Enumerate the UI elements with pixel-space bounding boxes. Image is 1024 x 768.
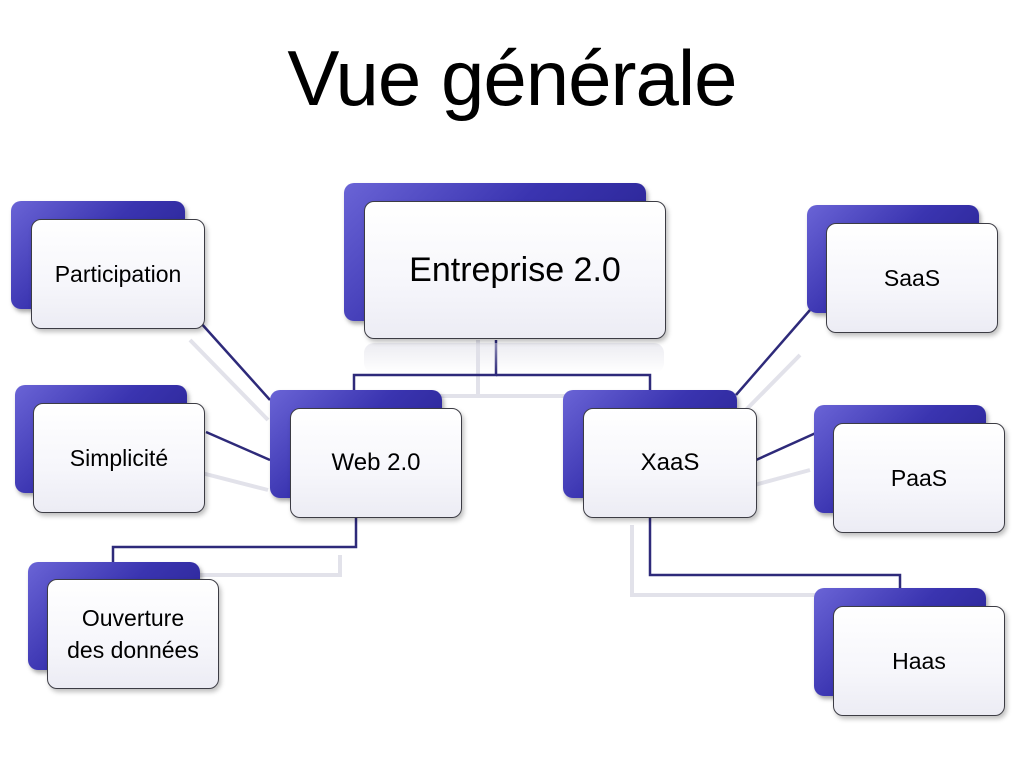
node-web20: Web 2.0	[270, 390, 462, 520]
connector-web20-ouverture	[111, 516, 358, 563]
node-web20-label: Web 2.0	[331, 449, 421, 476]
node-xaas: XaaS	[563, 390, 757, 520]
connector-xaas-paas	[755, 430, 819, 462]
connector-root-xaas	[496, 373, 652, 392]
node-simplicite: Simplicité	[15, 385, 207, 515]
node-simplicite-label: Simplicité	[69, 444, 169, 471]
connector-reflections	[108, 338, 882, 610]
node-root-label: Entreprise 2.0	[409, 250, 621, 289]
node-ouverture-label: Ouverture des données	[67, 605, 199, 663]
node-saas-label: SaaS	[883, 264, 941, 291]
connector-xaas-haas	[648, 516, 902, 592]
slide-title: Vue générale	[287, 34, 737, 122]
connector-web20-participation	[199, 321, 271, 401]
node-saas: SaaS	[807, 205, 999, 335]
node-participation: Participation	[11, 201, 205, 331]
node-ouverture: Ouverture des données	[28, 562, 220, 690]
node-paas: PaaS	[814, 405, 1006, 535]
node-paas-label: PaaS	[890, 464, 948, 491]
node-haas: Haas	[814, 588, 1006, 718]
node-xaas-label: XaaS	[640, 449, 700, 476]
connector-xaas-saas	[735, 309, 811, 396]
node-root: Entreprise 2.0	[344, 183, 666, 373]
node-participation-label: Participation	[54, 260, 182, 287]
node-haas-label: Haas	[892, 647, 946, 674]
connector-web20-simplicite	[205, 430, 271, 462]
